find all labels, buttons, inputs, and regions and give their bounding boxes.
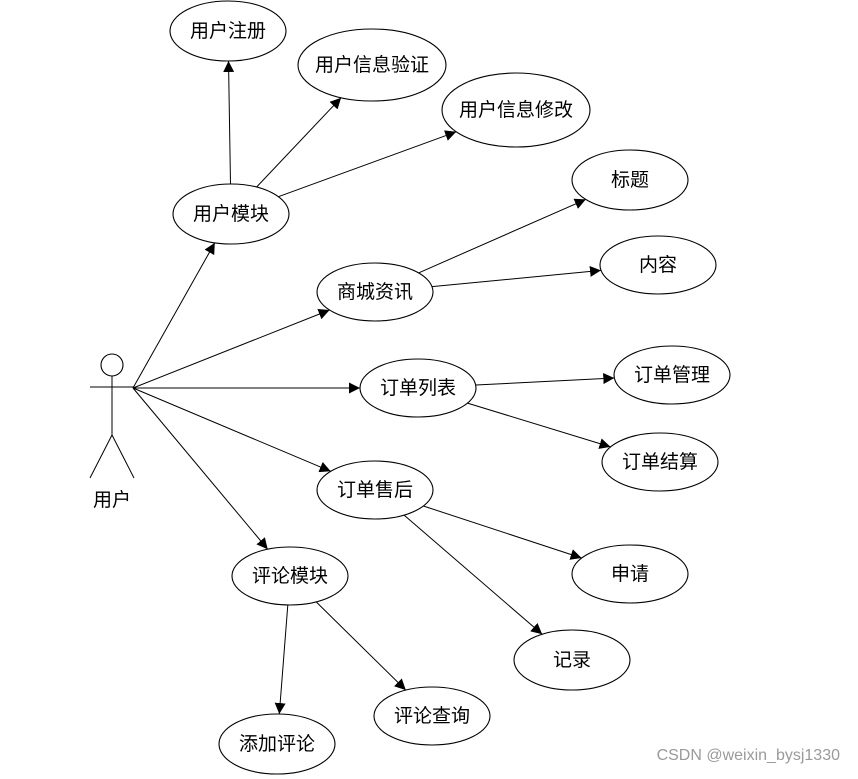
association-arrow (475, 373, 615, 386)
use-case-after-record: 记录 (513, 629, 631, 691)
use-case-comment-module: 评论模块 (231, 546, 349, 606)
use-case-label: 记录 (553, 649, 591, 671)
use-case-news-content: 内容 (599, 235, 717, 295)
association-arrow (467, 402, 611, 449)
actor-user: 用户 (89, 353, 135, 511)
use-case-label: 商城资讯 (337, 281, 413, 303)
use-case-user-register: 用户注册 (169, 0, 287, 62)
use-case-label: 订单列表 (380, 377, 456, 399)
association-arrow (223, 60, 235, 185)
use-case-user-info-edit: 用户信息修改 (441, 72, 591, 148)
association-arrow (256, 97, 342, 188)
use-case-label: 用户模块 (193, 203, 269, 225)
use-case-label: 评论查询 (394, 705, 470, 727)
association-arrow (278, 130, 457, 198)
association-arrow (423, 505, 582, 560)
use-case-label: 申请 (611, 563, 649, 585)
actor-head (100, 353, 124, 377)
actor-label: 用户 (93, 489, 131, 511)
use-case-label: 用户信息验证 (315, 54, 429, 76)
use-case-label: 用户注册 (190, 20, 266, 42)
use-case-user-info-verify: 用户信息验证 (297, 28, 447, 102)
association-arrow (274, 604, 289, 715)
association-arrow (315, 601, 407, 691)
edges-layer (132, 60, 615, 715)
use-case-order-settle: 订单结算 (601, 432, 719, 492)
use-case-comment-query: 评论查询 (373, 686, 491, 746)
actor-left-leg (89, 434, 113, 479)
association-arrow (132, 387, 331, 473)
actor-right-leg (111, 434, 135, 479)
use-case-label: 订单结算 (622, 451, 698, 473)
association-arrow (431, 265, 602, 288)
use-case-label: 订单管理 (634, 364, 710, 386)
use-case-order-manage: 订单管理 (613, 345, 731, 405)
use-case-user-module: 用户模块 (172, 183, 290, 245)
association-arrow (132, 387, 269, 550)
use-case-label: 添加评论 (239, 733, 315, 755)
association-arrow (132, 242, 216, 389)
use-case-news-title: 标题 (571, 149, 689, 211)
use-case-label: 订单售后 (337, 479, 413, 501)
association-arrow (403, 514, 543, 635)
use-case-label: 标题 (611, 169, 649, 191)
use-case-label: 评论模块 (252, 565, 328, 587)
use-case-label: 用户信息修改 (459, 99, 573, 121)
use-case-after-apply: 申请 (571, 544, 689, 604)
use-case-comment-add: 添加评论 (218, 713, 336, 775)
use-case-label: 内容 (639, 254, 677, 276)
watermark: CSDN @weixin_bysj1330 (657, 747, 841, 764)
association-arrow (418, 198, 587, 274)
use-case-after-sales: 订单售后 (316, 460, 434, 520)
use-case-mall-news: 商城资讯 (316, 262, 434, 322)
association-arrow (132, 308, 330, 389)
use-case-order-list: 订单列表 (359, 358, 477, 418)
